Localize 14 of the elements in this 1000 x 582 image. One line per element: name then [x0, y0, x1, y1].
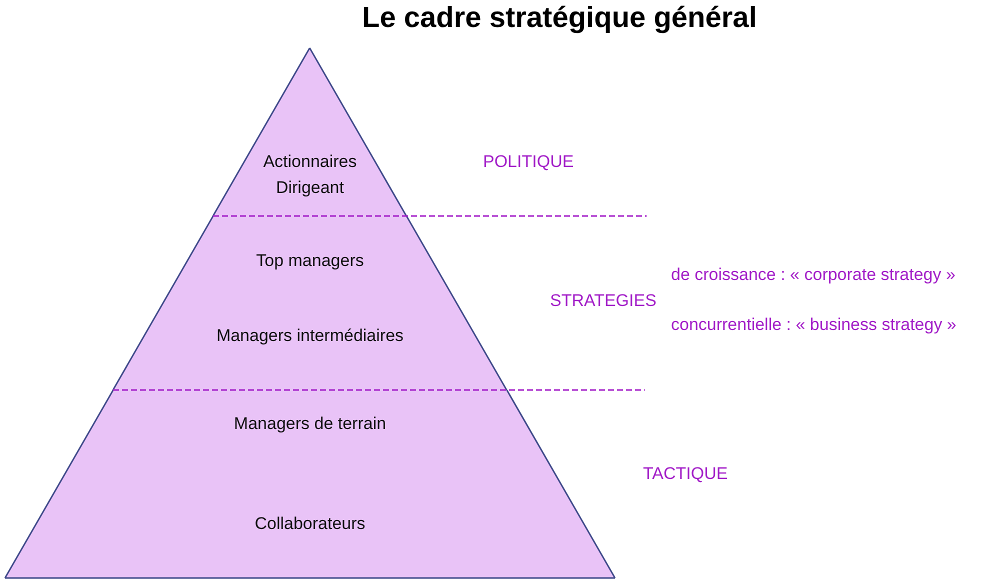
role-label: Top managers — [255, 250, 365, 272]
pyramid-top-section — [213, 48, 407, 216]
strategy-note: concurrentielle : « business strategy » — [671, 314, 956, 336]
role-label: Managers de terrain — [232, 413, 388, 435]
title: Le cadre stratégique général — [362, 2, 757, 35]
pyramid-section — [5, 390, 615, 578]
role-label: Managers intermédiaires — [215, 325, 405, 347]
role-label: Dirigeant — [274, 177, 345, 199]
level-label: STRATEGIES — [550, 290, 656, 312]
role-label: Collaborateurs — [254, 513, 366, 535]
level-label: TACTIQUE — [643, 463, 728, 485]
level-label: POLITIQUE — [483, 151, 574, 173]
strategy-note: de croissance : « corporate strategy » — [671, 264, 956, 286]
role-label: Actionnaires — [262, 151, 358, 173]
